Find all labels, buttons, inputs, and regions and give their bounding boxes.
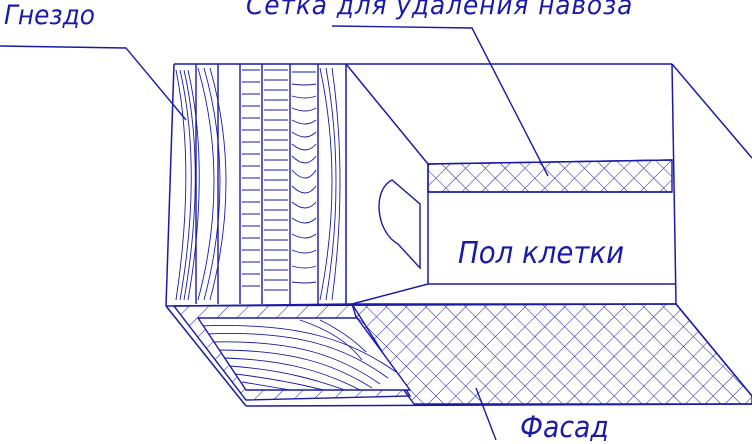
- manure-mesh: [427, 159, 673, 193]
- cage-floor-label: Пол клетки: [458, 236, 625, 271]
- nest-leader: [0, 45, 187, 121]
- nest-wood-bottom: [172, 303, 412, 401]
- mesh-leader: [331, 25, 549, 177]
- facade-label: Фасад: [520, 410, 609, 444]
- manure-mesh-label: Сетка для удаления навоза: [246, 0, 634, 21]
- facade-mesh: [351, 303, 752, 405]
- partition-opening: [378, 179, 421, 270]
- nest-wood-front: [175, 64, 341, 304]
- nest-label: Гнездо: [4, 0, 95, 31]
